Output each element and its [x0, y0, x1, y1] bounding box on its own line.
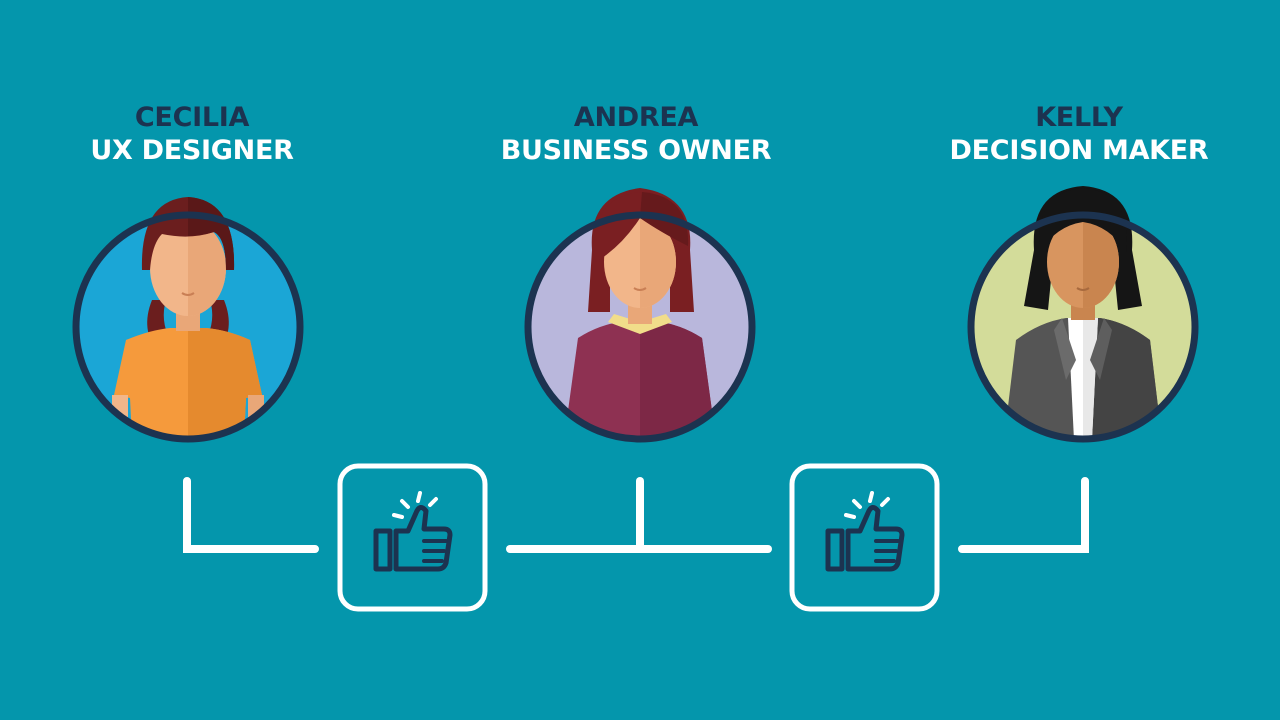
- connector-lines: [183, 477, 1089, 553]
- lapel: [1054, 318, 1076, 380]
- smile: [181, 292, 195, 296]
- thumbs-up-icon: [825, 491, 905, 572]
- avatar-ring: [967, 211, 1199, 443]
- person-label-andrea: ANDREA BUSINESS OWNER: [436, 101, 836, 167]
- lapel: [1090, 318, 1112, 380]
- avatar-ring: [72, 211, 304, 443]
- smile: [633, 287, 647, 291]
- person-name: ANDREA: [573, 102, 699, 133]
- person-label-kelly: KELLY DECISION MAKER: [879, 101, 1279, 167]
- connector-cecilia: [183, 477, 319, 553]
- avatar-cecilia: [72, 197, 304, 443]
- person-name: CECILIA: [134, 102, 250, 133]
- connector-kelly: [958, 477, 1089, 553]
- person-role: UX DESIGNER: [90, 135, 294, 166]
- person-name: KELLY: [1035, 102, 1123, 133]
- avatar-andrea: [524, 188, 756, 443]
- smile: [1076, 287, 1090, 291]
- avatar-kelly: [967, 186, 1199, 443]
- hair: [1039, 188, 1127, 252]
- approval-frame: [337, 463, 488, 612]
- approval-box-2: [789, 463, 940, 612]
- approval-box-1: [337, 463, 488, 612]
- person-role: BUSINESS OWNER: [500, 135, 772, 166]
- thumbs-up-icon: [373, 491, 453, 572]
- approval-frame: [789, 463, 940, 612]
- person-role: DECISION MAKER: [949, 135, 1209, 166]
- avatar-ring: [524, 211, 756, 443]
- person-label-cecilia: CECILIA UX DESIGNER: [0, 101, 392, 167]
